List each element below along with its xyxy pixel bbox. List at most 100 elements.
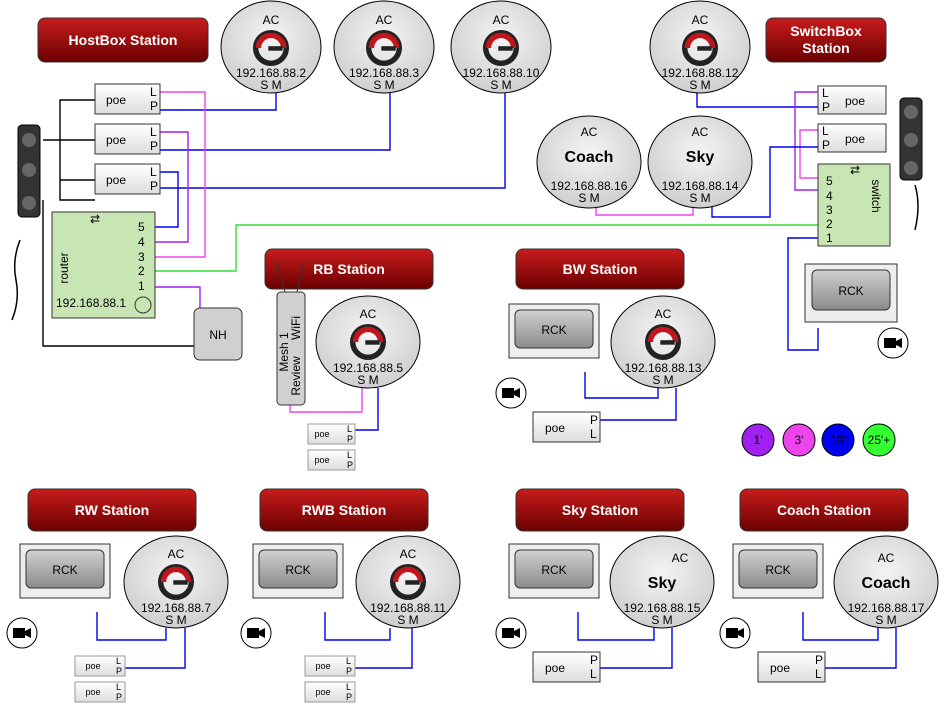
rck-units: RCK RCK RCK RCK RCK RCK [19,263,898,599]
svg-text:poe: poe [315,661,330,671]
svg-text:P: P [346,692,352,702]
svg-text:P: P [347,460,353,470]
ac-unit-10: AC 192.168.88.10 S M [450,0,552,94]
camera-icon [495,377,527,409]
rck-coach: RCK [732,543,824,599]
svg-text:AC: AC [655,307,672,321]
svg-text:1: 1 [138,279,145,293]
svg-text:HostBox Station: HostBox Station [69,32,178,48]
router: router ⇄ 5 4 3 2 1 192.168.88.1 [51,211,156,319]
svg-text:AC: AC [360,307,377,321]
svg-text:L: L [116,656,121,666]
svg-text:BW Station: BW Station [563,261,638,277]
svg-text:RCK: RCK [541,323,566,337]
camera-icon [6,617,38,649]
svg-text:AC: AC [581,125,598,139]
svg-text:S M: S M [397,613,418,627]
svg-text:P: P [116,692,122,702]
svg-text:Sky: Sky [648,575,677,592]
svg-text:AC: AC [692,13,709,27]
svg-text:poe: poe [770,661,790,675]
svg-text:AC: AC [400,547,417,561]
svg-text:S M: S M [357,373,378,387]
svg-text:5: 5 [826,174,833,188]
svg-text:2: 2 [826,217,833,231]
poe-switchbox-2: poe LP [817,123,887,153]
svg-text:RW Station: RW Station [75,502,149,518]
svg-text:AC: AC [376,13,393,27]
svg-text:Sky Station: Sky Station [562,502,638,518]
poe-coach: poe PL [757,651,826,683]
svg-text:AC: AC [672,551,689,565]
station-rw: RW Station [27,488,197,532]
svg-text:Coach Station: Coach Station [777,502,871,518]
legend-10ft: 10' [821,423,855,457]
nh-device: NH [193,307,243,361]
rck-rwb: RCK [252,543,344,599]
camera-icon [719,617,751,649]
svg-text:router: router [57,252,71,283]
svg-text:S M: S M [260,78,281,92]
svg-text:poe: poe [315,687,330,697]
mesh-wifi: Mesh 1 Review WiFi [275,261,306,406]
svg-text:S M: S M [689,78,710,92]
svg-text:P: P [150,179,158,193]
svg-text:L: L [150,165,157,179]
power-strips [11,97,923,321]
svg-text:L: L [590,427,597,441]
poe-bw: poe PL [532,411,601,443]
station-rb: RB Station [264,248,434,290]
svg-text:poe: poe [545,661,565,675]
svg-text:poe: poe [85,661,100,671]
svg-text:3': 3' [795,433,804,447]
poe-rw-1: poe LP [74,655,126,677]
svg-text:192.168.88.13: 192.168.88.13 [625,361,702,375]
svg-text:2: 2 [138,264,145,278]
svg-text:SwitchBox: SwitchBox [790,23,862,39]
poe-host-1: poe LP [94,83,161,115]
svg-text:P: P [822,138,830,152]
svg-text:192.168.88.5: 192.168.88.5 [333,361,403,375]
svg-text:1: 1 [826,231,833,245]
svg-text:1': 1' [754,433,763,447]
svg-text:P: P [590,653,598,667]
svg-text:poe: poe [314,429,329,439]
svg-text:P: P [815,653,823,667]
ac-unit-11: AC 192.168.88.11 S M [355,535,461,629]
svg-text:P: P [347,434,353,444]
svg-text:3: 3 [138,250,145,264]
poe-switchbox-1: poe LP [817,85,887,115]
svg-text:L: L [347,424,352,434]
ac-unit-17: AC Coach 192.168.88.17 S M [833,535,939,629]
svg-text:192.168.88.12: 192.168.88.12 [662,66,739,80]
poe-host-2: poe LP [94,123,161,155]
svg-text:AC: AC [692,125,709,139]
poe-sky: poe PL [532,651,601,683]
svg-text:4: 4 [826,189,833,203]
svg-text:P: P [150,139,158,153]
camera-icon [877,327,909,359]
svg-text:RCK: RCK [765,563,790,577]
poe-host-3: poe LP [94,163,161,195]
svg-text:192.168.88.14: 192.168.88.14 [662,179,739,193]
svg-text:AC: AC [493,13,510,27]
cable-length-legend: 1' 3' 10' 25'+ [741,423,896,457]
svg-text:192.168.88.7: 192.168.88.7 [141,601,211,615]
switch: switch ⇄ 5 4 3 2 1 [817,163,891,247]
camera-icons [6,327,909,649]
ac-unit-16: AC Coach 192.168.88.16 S M [536,115,642,209]
station-bw: BW Station [515,248,685,290]
svg-text:192.168.88.15: 192.168.88.15 [624,601,701,615]
svg-text:P: P [590,413,598,427]
svg-text:Sky: Sky [686,149,715,166]
svg-text:Coach: Coach [862,575,911,592]
ac-unit-2: AC 192.168.88.2 S M [220,0,322,94]
ac-units: AC 192.168.88.2 S M AC 192.168.88.3 S M … [123,0,939,629]
svg-text:192.168.88.1: 192.168.88.1 [56,296,126,310]
station-hostbox: HostBox Station [37,17,209,63]
svg-text:RWB Station: RWB Station [302,502,387,518]
svg-text:192.168.88.2: 192.168.88.2 [236,66,306,80]
svg-text:5: 5 [138,220,145,234]
svg-text:S M: S M [490,78,511,92]
